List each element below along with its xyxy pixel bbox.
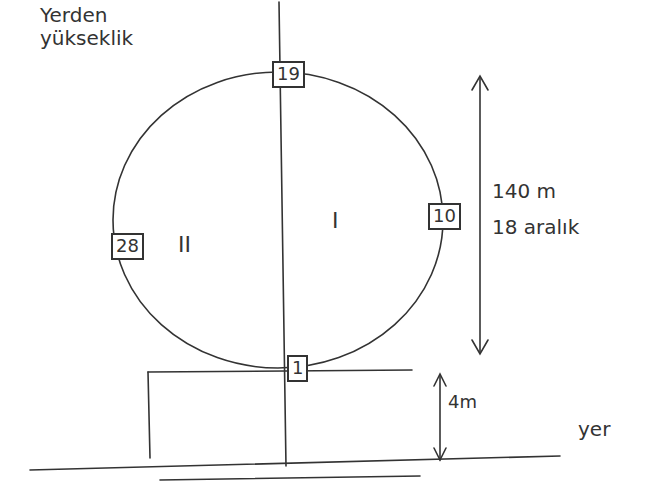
label: yer — [578, 418, 610, 441]
label: 18 aralık — [492, 216, 579, 239]
number-text: 28 — [116, 236, 139, 257]
arrow-head — [434, 374, 446, 386]
boxed-number: 10 — [428, 203, 461, 230]
number-text: 1 — [292, 358, 303, 379]
wheel-circle — [113, 72, 443, 368]
height-arrow — [479, 78, 481, 352]
platform-side — [148, 372, 150, 458]
label: 140 m — [492, 180, 556, 203]
arrow-head — [472, 340, 488, 354]
platform-top — [148, 370, 412, 372]
label: Yerden yükseklik — [40, 4, 155, 50]
label: 4m — [448, 392, 477, 413]
boxed-number: 1 — [287, 355, 308, 382]
ground-line-2 — [160, 476, 420, 480]
boxed-number: 19 — [272, 61, 305, 88]
boxed-number: 28 — [111, 233, 144, 260]
arrow-head — [434, 448, 446, 460]
number-text: 10 — [433, 206, 456, 227]
label: I — [332, 208, 339, 233]
arrow-head — [472, 76, 488, 90]
number-text: 19 — [277, 64, 300, 85]
label: II — [178, 232, 191, 257]
ground-line — [30, 456, 560, 470]
platform-height-arrow — [439, 375, 441, 460]
